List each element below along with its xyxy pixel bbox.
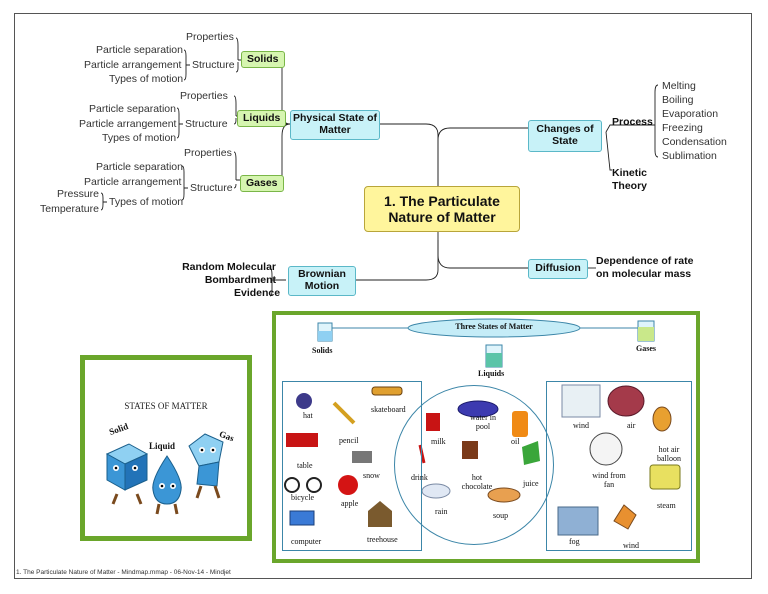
liquid-example: juice xyxy=(523,479,539,488)
gases-examples-panel: wind air hot air balloon wind from fan s… xyxy=(546,381,692,551)
liquid-label: Liquid xyxy=(149,441,176,451)
three-states-title: Three States of Matter xyxy=(455,322,533,331)
diffusion-node[interactable]: Diffusion xyxy=(528,259,588,279)
liquids-item: Particle arrangement xyxy=(79,118,177,130)
liquids-node[interactable]: Liquids xyxy=(237,110,287,127)
solid-example: bicycle xyxy=(291,493,315,502)
gas-example: wind xyxy=(623,541,639,550)
gas-example: steam xyxy=(657,501,676,510)
liquids-item: Types of motion xyxy=(102,132,177,144)
liquid-example: oil xyxy=(511,437,520,446)
solid-example: pencil xyxy=(339,436,359,445)
liquid-example: rain xyxy=(435,507,448,516)
gases-properties: Properties xyxy=(184,147,232,159)
solids-heading: Solids xyxy=(312,346,333,355)
solid-example: computer xyxy=(291,537,322,546)
page-footer: 1. The Particulate Nature of Matter - Mi… xyxy=(16,569,231,576)
gases-motion-sub: Temperature xyxy=(40,203,99,215)
liquid-example: drink xyxy=(411,473,428,482)
solid-example: treehouse xyxy=(367,535,398,544)
process-item: Boiling xyxy=(662,94,694,106)
gas-example: fog xyxy=(569,537,580,546)
diffusion-detail: Dependence of rate on molecular mass xyxy=(596,255,694,281)
process-item: Sublimation xyxy=(662,150,717,162)
process-item: Condensation xyxy=(662,136,727,148)
page-frame xyxy=(14,13,752,579)
solids-properties: Properties xyxy=(186,31,234,43)
physical-state-node[interactable]: Physical State of Matter xyxy=(290,110,380,140)
process-label: Process xyxy=(612,116,653,128)
process-item: Freezing xyxy=(662,122,703,134)
liquids-item: Particle separation xyxy=(89,103,176,115)
solid-example: snow xyxy=(363,471,380,480)
solids-item: Types of motion xyxy=(109,73,184,85)
liquid-example: soup xyxy=(493,511,509,520)
gases-structure: Structure xyxy=(190,182,233,194)
liquids-properties: Properties xyxy=(180,90,228,102)
brownian-motion-node[interactable]: Brownian Motion xyxy=(288,266,356,296)
solids-structure: Structure xyxy=(192,59,235,71)
states-card-title: STATES OF MATTER xyxy=(124,401,208,411)
solids-node[interactable]: Solids xyxy=(241,51,285,68)
solid-example: hat xyxy=(303,411,313,420)
gas-example: air xyxy=(627,421,636,430)
liquids-heading: Liquids xyxy=(478,369,505,378)
process-item: Melting xyxy=(662,80,696,92)
gases-heading: Gases xyxy=(636,344,656,353)
solids-item: Particle separation xyxy=(96,44,183,56)
states-characters-illustration xyxy=(105,433,224,515)
gas-example: hot air balloon xyxy=(657,445,681,463)
solids-item: Particle arrangement xyxy=(84,59,182,71)
liquid-example: milk xyxy=(431,437,446,446)
gases-node[interactable]: Gases xyxy=(240,175,284,192)
central-topic[interactable]: 1. The Particulate Nature of Matter xyxy=(364,186,520,232)
gases-item: Particle arrangement xyxy=(84,176,182,188)
solid-example: table xyxy=(297,461,313,470)
liquids-examples-circle: milk water in pool oil drink hot chocola… xyxy=(394,385,554,545)
three-states-panel: Three States of Matter Solids Liquids Ga… xyxy=(272,311,700,563)
gases-motion-sub: Pressure xyxy=(57,188,100,200)
gases-item: Particle separation xyxy=(96,161,183,173)
solid-example: apple xyxy=(341,499,359,508)
changes-of-state-node[interactable]: Changes of State xyxy=(528,120,602,152)
gas-example: wind from fan xyxy=(592,471,626,489)
process-item: Evaporation xyxy=(662,108,719,120)
liquids-structure: Structure xyxy=(185,118,228,130)
brownian-item: Random Molecular Bombardment xyxy=(182,261,276,286)
states-of-matter-card: STATES OF MATTER Solid Liquid Gas xyxy=(80,355,252,541)
kinetic-theory-label: Kinetic Theory xyxy=(612,167,648,192)
brownian-item: Evidence xyxy=(234,287,281,299)
liquid-example: water in pool xyxy=(470,413,496,431)
solid-example: skateboard xyxy=(371,405,406,414)
liquid-example: hot chocolate xyxy=(461,473,493,491)
gas-example: wind xyxy=(573,421,589,430)
gases-item: Types of motion xyxy=(109,196,184,208)
